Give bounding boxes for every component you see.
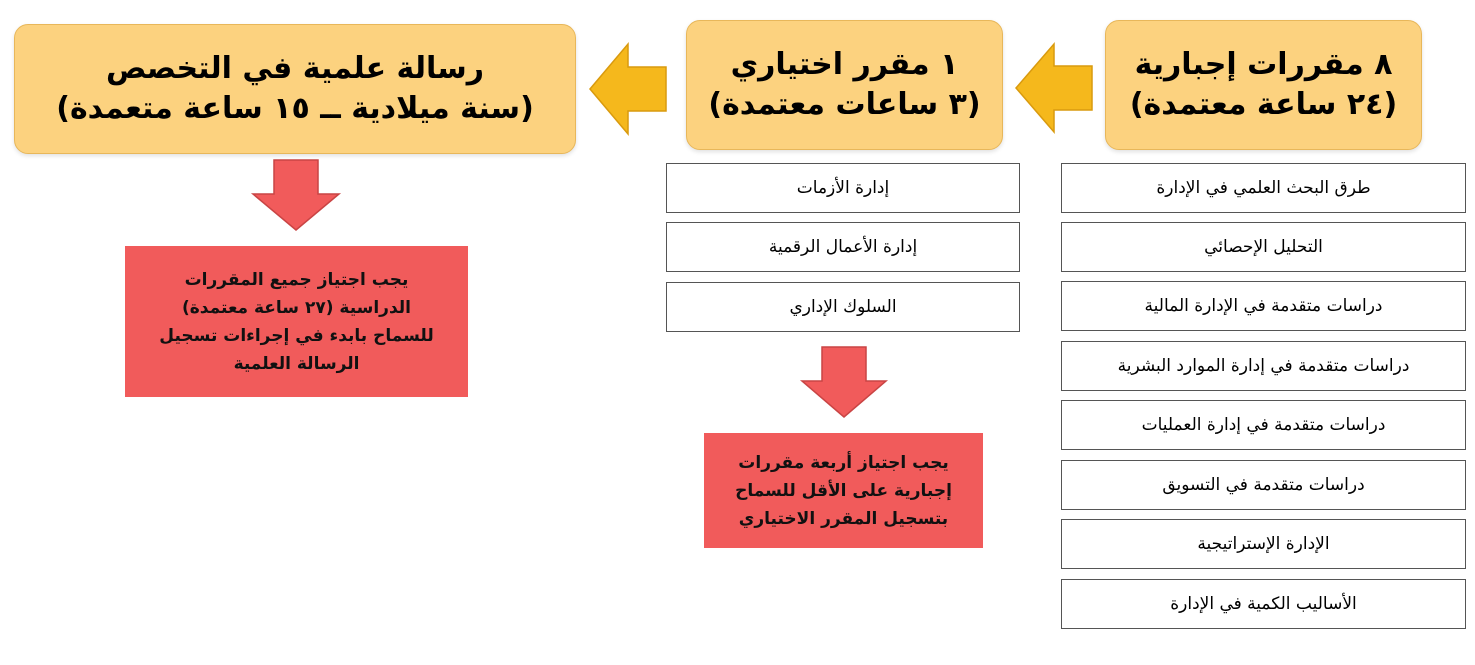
course-label: دراسات متقدمة في الإدارة المالية — [1144, 296, 1383, 316]
note-line: يجب اجتياز أربعة مقررات — [738, 452, 949, 473]
elective-course-item: إدارة الأزمات — [666, 163, 1020, 213]
elective-course-header: ١ مقرر اختياري (٣ ساعات معتمدة) — [686, 20, 1003, 150]
elective-header-hours: (٣ ساعات معتمدة) — [708, 87, 981, 122]
flow-arrow-elective-to-thesis — [589, 41, 667, 137]
note-line: الرسالة العلمية — [233, 353, 360, 374]
course-label: طرق البحث العلمي في الإدارة — [1156, 178, 1371, 198]
mandatory-header-title: ٨ مقررات إجبارية — [1134, 47, 1393, 82]
down-arrow-shape — [799, 346, 889, 418]
mandatory-course-item: دراسات متقدمة في الإدارة المالية — [1061, 281, 1466, 331]
elective-course-item: السلوك الإداري — [666, 282, 1020, 332]
mandatory-course-item: دراسات متقدمة في إدارة الموارد البشرية — [1061, 341, 1466, 391]
thesis-header-title: رسالة علمية في التخصص — [105, 51, 485, 86]
mandatory-course-item: دراسات متقدمة في إدارة العمليات — [1061, 400, 1466, 450]
note-line: بتسجيل المقرر الاختياري — [738, 508, 949, 529]
mandatory-course-item: الإدارة الإستراتيجية — [1061, 519, 1466, 569]
elective-prerequisite-note: يجب اجتياز أربعة مقررات إجبارية على الأق… — [704, 433, 983, 548]
course-label: إدارة الأزمات — [796, 178, 890, 198]
mandatory-course-item: التحليل الإحصائي — [1061, 222, 1466, 272]
flow-arrow-mandatory-to-elective — [1015, 41, 1093, 135]
mandatory-course-item: دراسات متقدمة في التسويق — [1061, 460, 1466, 510]
mandatory-courses-header: ٨ مقررات إجبارية (٢٤ ساعة معتمدة) — [1105, 20, 1422, 150]
course-label: السلوك الإداري — [789, 297, 897, 317]
course-label: التحليل الإحصائي — [1204, 237, 1323, 257]
course-label: الإدارة الإستراتيجية — [1197, 534, 1330, 554]
course-label: دراسات متقدمة في التسويق — [1162, 475, 1365, 495]
mandatory-course-item: الأساليب الكمية في الإدارة — [1061, 579, 1466, 629]
flow-arrow-shape — [589, 41, 667, 137]
mandatory-course-item: طرق البحث العلمي في الإدارة — [1061, 163, 1466, 213]
thesis-header-hours: (سنة ميلادية ــ ١٥ ساعة متعمدة) — [56, 91, 534, 126]
elective-course-item: إدارة الأعمال الرقمية — [666, 222, 1020, 272]
down-arrow-elective — [799, 346, 889, 418]
thesis-header: رسالة علمية في التخصص (سنة ميلادية ــ ١٥… — [14, 24, 576, 154]
note-line: إجبارية على الأقل للسماح — [735, 480, 952, 501]
course-label: إدارة الأعمال الرقمية — [768, 237, 918, 257]
note-line: للسماح بابدء في إجراءات تسجيل — [159, 325, 434, 346]
course-label: دراسات متقدمة في إدارة الموارد البشرية — [1117, 356, 1410, 376]
elective-header-title: ١ مقرر اختياري — [730, 47, 959, 82]
flow-arrow-shape — [1015, 41, 1093, 135]
note-line: الدراسية (٢٧ ساعة معتمدة) — [181, 297, 412, 318]
mandatory-header-hours: (٢٤ ساعة معتمدة) — [1129, 87, 1398, 122]
note-line: يجب اجتياز جميع المقررات — [184, 269, 409, 290]
down-arrow-thesis — [250, 159, 342, 231]
course-label: دراسات متقدمة في إدارة العمليات — [1141, 415, 1386, 435]
course-label: الأساليب الكمية في الإدارة — [1170, 594, 1357, 614]
thesis-prerequisite-note: يجب اجتياز جميع المقررات الدراسية (٢٧ سا… — [125, 246, 468, 397]
down-arrow-shape — [250, 159, 342, 231]
